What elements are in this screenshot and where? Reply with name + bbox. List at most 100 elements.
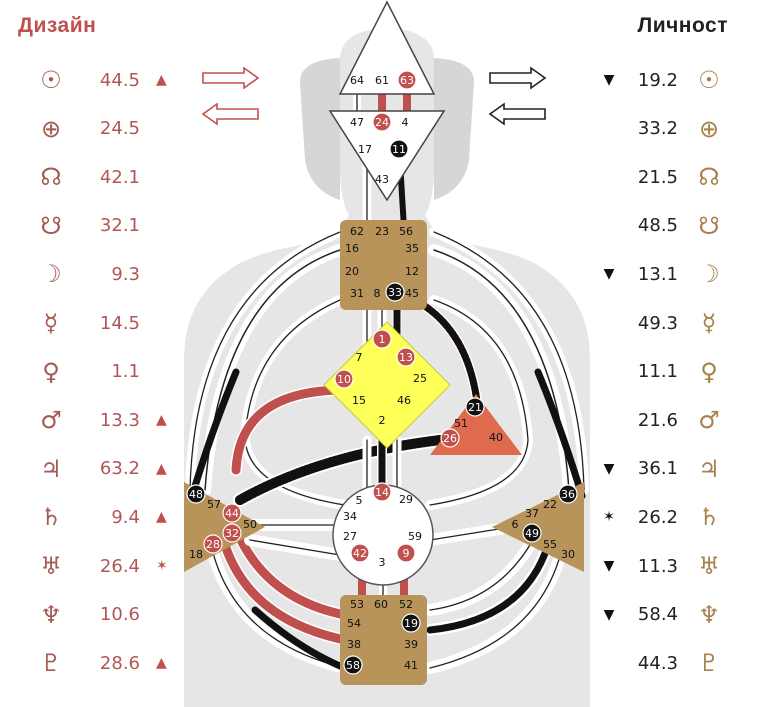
planet-mark: ▼ bbox=[603, 460, 615, 477]
planet-value: 33.2 bbox=[637, 118, 678, 140]
gate-number: 18 bbox=[189, 548, 203, 561]
planet-value: 14.5 bbox=[99, 312, 140, 334]
planet-value: 44.5 bbox=[99, 69, 140, 91]
design-planet-row: ☉44.5▲ bbox=[34, 60, 176, 100]
planet-value: 13.3 bbox=[99, 409, 140, 431]
planet-mark: ✶ bbox=[603, 509, 615, 526]
planet-symbol-icon: ♇ bbox=[698, 649, 720, 678]
planet-mark: ▼ bbox=[603, 266, 615, 283]
person-planet-row: 21.5☊ bbox=[598, 157, 726, 197]
right-arrow-icon bbox=[202, 66, 260, 90]
planet-symbol-icon: ☋ bbox=[698, 211, 720, 240]
planet-value: 1.1 bbox=[111, 361, 140, 383]
gate-number: 7 bbox=[356, 351, 363, 364]
ajna-center bbox=[328, 110, 446, 202]
gate-number: 45 bbox=[405, 287, 419, 300]
planet-symbol-icon: ♀ bbox=[42, 357, 60, 386]
person-planet-row: ✶26.2♄ bbox=[598, 497, 726, 537]
gate-number: 22 bbox=[543, 498, 557, 511]
gate-number: 10 bbox=[337, 373, 351, 386]
gate-number: 4 bbox=[402, 116, 409, 129]
planet-value: 21.6 bbox=[637, 409, 678, 431]
design-planet-row: ⊕ 24.5 bbox=[34, 109, 176, 149]
gate-number: 25 bbox=[413, 372, 427, 385]
planet-mark: ▼ bbox=[603, 72, 615, 88]
planet-symbol-icon: ☋ bbox=[40, 211, 62, 240]
gate-number: 21 bbox=[468, 401, 482, 414]
planet-symbol-icon: ♂ bbox=[40, 406, 62, 435]
active-gate-marker bbox=[397, 70, 417, 90]
personality-column-title: Личност bbox=[637, 14, 728, 37]
gate-number: 40 bbox=[489, 431, 503, 444]
person-planet-row: 44.3 ♇ bbox=[598, 643, 726, 683]
person-planet-row: ▼58.4♆ bbox=[598, 595, 726, 635]
planet-symbol-icon: ♄ bbox=[698, 503, 720, 532]
planet-symbol-icon: ♀ bbox=[700, 357, 718, 386]
active-gate-marker bbox=[343, 655, 363, 675]
planet-symbol-icon: ☽ bbox=[40, 260, 62, 289]
planet-symbol-icon: ⊕ bbox=[40, 114, 62, 143]
gate-number: 32 bbox=[225, 527, 239, 540]
active-gate-marker bbox=[396, 543, 416, 563]
gate-number: 33 bbox=[388, 286, 402, 299]
g-center bbox=[323, 321, 451, 449]
planet-symbol-icon: ♆ bbox=[40, 600, 62, 629]
active-gate-marker bbox=[186, 484, 206, 504]
gate-number: 27 bbox=[343, 530, 357, 543]
person-planet-row: 11.1♀ bbox=[598, 352, 726, 392]
planet-value: 36.1 bbox=[637, 458, 678, 480]
planet-symbol-icon: ♄ bbox=[40, 503, 62, 532]
gate-number: 6 bbox=[512, 518, 519, 531]
person-planet-row: 33.2⊕ bbox=[598, 109, 726, 149]
planet-mark: ▲ bbox=[156, 655, 167, 672]
left-arrow-icon bbox=[201, 102, 259, 126]
gate-number: 11 bbox=[392, 143, 406, 156]
active-gate-marker bbox=[334, 369, 354, 389]
person-planet-row: 48.5 ☋ bbox=[598, 206, 726, 246]
gate-number: 46 bbox=[397, 394, 411, 407]
design-planet-row: ♀ 1.1 bbox=[34, 352, 176, 392]
person-planet-row: 21.6♂ bbox=[598, 400, 726, 440]
right-arrow-icon bbox=[489, 66, 547, 90]
gate-number: 9 bbox=[403, 547, 410, 560]
design-planet-row: ♆10.6 bbox=[34, 595, 176, 635]
gate-number: 26 bbox=[443, 432, 457, 445]
planet-value: 24.5 bbox=[99, 118, 140, 140]
planet-value: 21.5 bbox=[637, 166, 678, 188]
design-planet-row: ♄9.4▲ bbox=[34, 497, 176, 537]
design-planet-row: ♃63.2▲ bbox=[34, 449, 176, 489]
planet-mark: ✶ bbox=[156, 558, 168, 574]
design-planet-row: ☋32.1 bbox=[34, 206, 176, 246]
gate-number: 64 bbox=[350, 74, 364, 87]
planet-symbol-icon: ☿ bbox=[701, 309, 717, 337]
gate-number: 62 bbox=[350, 225, 364, 238]
left-arrow-icon bbox=[488, 102, 546, 126]
planet-symbol-icon: ♅ bbox=[40, 552, 62, 580]
gate-number: 37 bbox=[525, 507, 539, 520]
gate-number: 34 bbox=[343, 510, 357, 523]
active-gate-marker bbox=[440, 428, 460, 448]
design-planet-row: ♂13.3▲ bbox=[34, 400, 176, 440]
gate-number: 3 bbox=[379, 556, 386, 569]
gate-number: 47 bbox=[350, 116, 364, 129]
gate-number: 59 bbox=[408, 530, 422, 543]
gate-number: 50 bbox=[243, 518, 257, 531]
planet-value: 44.3 bbox=[637, 652, 678, 674]
planet-symbol-icon: ☊ bbox=[40, 163, 62, 192]
gate-number: 53 bbox=[350, 598, 364, 611]
gate-number: 41 bbox=[404, 659, 418, 672]
planet-mark: ▼ bbox=[603, 558, 615, 574]
planet-value: 58.4 bbox=[637, 604, 678, 626]
gate-number: 54 bbox=[347, 617, 361, 630]
planet-value: 48.5 bbox=[637, 215, 678, 237]
spleen-center bbox=[184, 482, 265, 572]
gate-number: 15 bbox=[352, 394, 366, 407]
gate-number: 14 bbox=[375, 486, 389, 499]
gate-number: 30 bbox=[561, 548, 575, 561]
gate-number: 1 bbox=[379, 333, 386, 346]
gate-number: 56 bbox=[399, 225, 413, 238]
person-planet-row: ▼19.2☉ bbox=[598, 60, 726, 100]
gate-number: 58 bbox=[346, 659, 360, 672]
